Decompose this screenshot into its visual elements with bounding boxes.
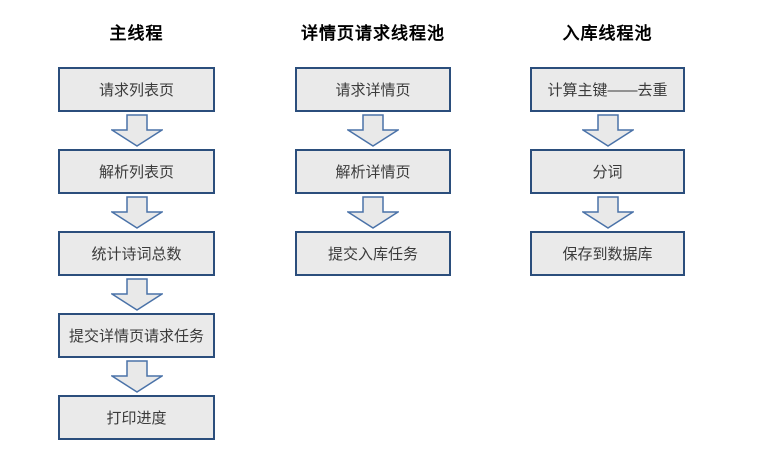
flow-column-2: 详情页请求线程池请求详情页解析详情页提交入库任务 bbox=[295, 0, 451, 460]
arrow-down-icon bbox=[581, 196, 634, 229]
step-box: 打印进度 bbox=[58, 395, 215, 440]
steps-wrap: 请求列表页解析列表页统计诗词总数提交详情页请求任务打印进度 bbox=[58, 67, 215, 440]
arrow-down-icon bbox=[110, 196, 163, 229]
down-block-arrow-icon bbox=[110, 112, 163, 149]
down-block-arrow-icon bbox=[110, 358, 163, 395]
down-block-arrow-icon bbox=[110, 194, 163, 231]
flow-column-3: 入库线程池计算主键——去重分词保存到数据库 bbox=[530, 0, 685, 460]
column-title: 主线程 bbox=[109, 24, 164, 43]
down-block-arrow-icon bbox=[581, 112, 634, 149]
step-box: 提交入库任务 bbox=[295, 231, 451, 276]
down-block-arrow-icon bbox=[347, 112, 399, 149]
column-title: 入库线程池 bbox=[562, 24, 653, 43]
step-box: 解析列表页 bbox=[58, 149, 215, 194]
arrow-down-icon bbox=[110, 360, 163, 393]
step-box: 提交详情页请求任务 bbox=[58, 313, 215, 358]
step-box: 请求详情页 bbox=[295, 67, 451, 112]
step-box: 请求列表页 bbox=[58, 67, 215, 112]
down-block-arrow-icon bbox=[347, 194, 399, 231]
arrow-down-icon bbox=[347, 114, 399, 147]
arrow-down-icon bbox=[581, 114, 634, 147]
step-box: 计算主键——去重 bbox=[530, 67, 685, 112]
steps-wrap: 请求详情页解析详情页提交入库任务 bbox=[295, 67, 451, 276]
down-block-arrow-icon bbox=[110, 276, 163, 313]
column-title: 详情页请求线程池 bbox=[301, 24, 445, 43]
steps-wrap: 计算主键——去重分词保存到数据库 bbox=[530, 67, 685, 276]
step-box: 统计诗词总数 bbox=[58, 231, 215, 276]
flow-column-1: 主线程请求列表页解析列表页统计诗词总数提交详情页请求任务打印进度 bbox=[58, 0, 215, 460]
step-box: 保存到数据库 bbox=[530, 231, 685, 276]
arrow-down-icon bbox=[110, 278, 163, 311]
step-box: 解析详情页 bbox=[295, 149, 451, 194]
step-box: 分词 bbox=[530, 149, 685, 194]
down-block-arrow-icon bbox=[581, 194, 634, 231]
arrow-down-icon bbox=[347, 196, 399, 229]
arrow-down-icon bbox=[110, 114, 163, 147]
